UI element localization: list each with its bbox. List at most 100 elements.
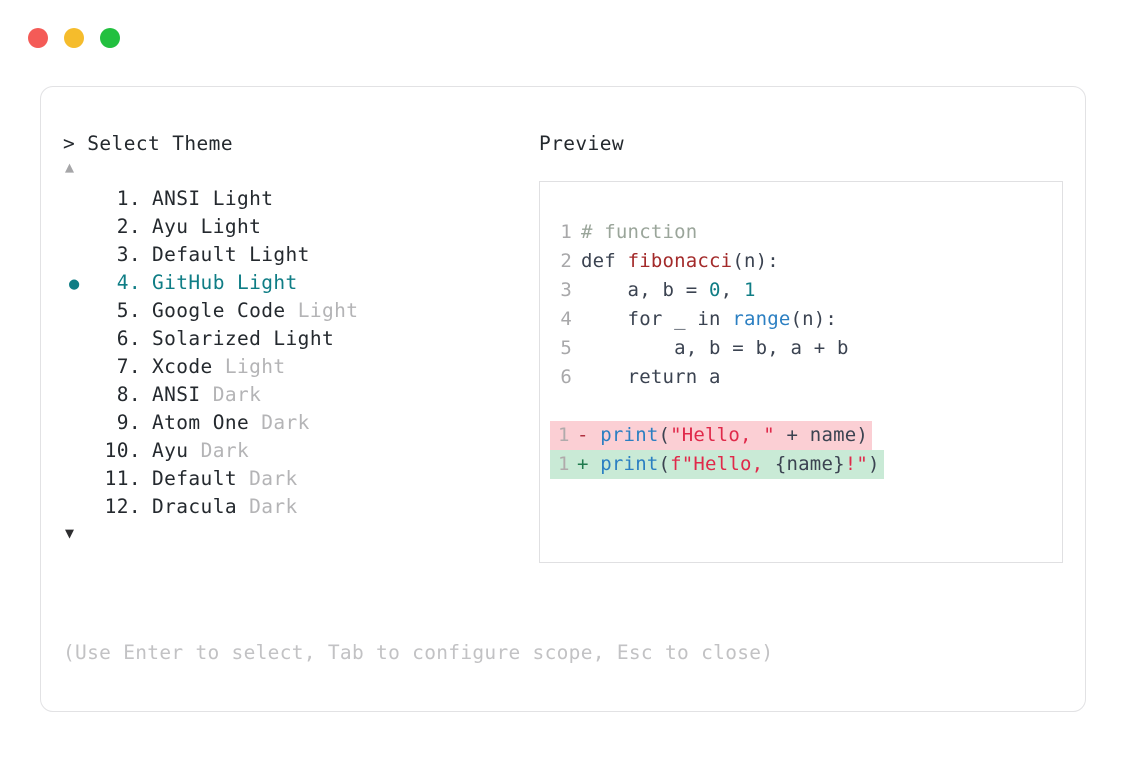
theme-item-name: Xcode bbox=[152, 355, 225, 378]
theme-item-number: 3. bbox=[104, 243, 141, 266]
theme-item-variant: Dark bbox=[261, 411, 310, 434]
line-number: 3 bbox=[560, 279, 572, 301]
diff-removed-line: 1- print("Hello, " + name) bbox=[550, 421, 873, 450]
code-token: # function bbox=[581, 221, 698, 243]
code-token: !" bbox=[844, 453, 869, 475]
window-maximize-dot[interactable] bbox=[100, 28, 120, 48]
code-token: print bbox=[600, 453, 659, 475]
line-number: 1 bbox=[560, 221, 572, 243]
theme-item-number: 11. bbox=[104, 467, 141, 490]
diff-row: 1 + print(f"Hello, {name}!") bbox=[550, 450, 1062, 479]
code-token: range bbox=[732, 308, 791, 330]
diff-line-number: 1 bbox=[558, 453, 570, 475]
scroll-down-icon[interactable]: ▼ bbox=[65, 524, 75, 542]
code-line: 3 a, b = 0, 1 bbox=[540, 276, 1062, 305]
theme-item-name: Ayu bbox=[152, 215, 201, 238]
preview-label: Preview bbox=[539, 132, 624, 155]
theme-item-number: 12. bbox=[104, 495, 141, 518]
code-token: (n): bbox=[790, 308, 838, 330]
code-line: 1 # function bbox=[540, 218, 1062, 247]
code-token: for _ in bbox=[581, 308, 733, 330]
theme-selector-card: > Select Theme ▲ 1. ANSI Light 2. Ayu Ligh… bbox=[40, 86, 1086, 712]
line-number: 2 bbox=[560, 250, 572, 272]
theme-item-name: Solarized bbox=[152, 327, 274, 350]
page-title: > Select Theme bbox=[63, 132, 233, 155]
theme-list-item[interactable]: 12. Dracula Dark bbox=[63, 493, 533, 521]
theme-item-variant: Light bbox=[212, 187, 274, 210]
code-spacer bbox=[540, 392, 1062, 421]
theme-item-variant: Dark bbox=[212, 383, 262, 406]
theme-item-number: 1. bbox=[104, 187, 141, 210]
code-token: a, b = b, a + b bbox=[581, 337, 849, 359]
theme-list-item[interactable]: 5. Google Code Light bbox=[63, 297, 533, 325]
theme-list-item[interactable]: 6. Solarized Light bbox=[63, 325, 533, 353]
code-token: ) bbox=[868, 453, 880, 475]
code-token: f"Hello, bbox=[670, 453, 775, 475]
theme-item-variant: Light bbox=[273, 327, 335, 350]
theme-list-item[interactable]: ● 4.GitHub Light bbox=[63, 269, 533, 297]
diff-block: 1- print("Hello, " + name)1+ print(f"Hel… bbox=[540, 421, 1062, 479]
scroll-up-icon[interactable]: ▲ bbox=[65, 158, 75, 176]
theme-item-name: ANSI bbox=[152, 383, 213, 406]
code-token: 1 bbox=[743, 279, 756, 301]
theme-list-item[interactable]: 10.Ayu Dark bbox=[63, 437, 533, 465]
theme-item-name: Atom One bbox=[152, 411, 262, 434]
theme-item-number: 5. bbox=[104, 299, 141, 322]
theme-item-name: Ayu bbox=[152, 439, 201, 462]
line-number: 4 bbox=[560, 308, 572, 330]
code-token: ( bbox=[658, 424, 671, 446]
theme-list-item[interactable]: 11.Default Dark bbox=[63, 465, 533, 493]
theme-item-number: 8. bbox=[104, 383, 141, 406]
theme-item-number: 2. bbox=[104, 215, 141, 238]
theme-list-item[interactable]: 3. Default Light bbox=[63, 241, 533, 269]
diff-marker: + bbox=[577, 453, 601, 475]
selected-bullet-icon: ● bbox=[69, 274, 80, 294]
theme-item-number: 9. bbox=[104, 411, 141, 434]
theme-item-variant: Dark bbox=[249, 495, 298, 518]
code-token: a, b = bbox=[581, 279, 710, 301]
theme-item-number: 6. bbox=[104, 327, 141, 350]
theme-item-name: GitHub bbox=[152, 271, 237, 294]
code-token: , bbox=[720, 279, 744, 301]
theme-list-item[interactable]: 8. ANSI Dark bbox=[63, 381, 533, 409]
theme-selector-panel: > Select Theme ▲ 1. ANSI Light 2. Ayu Ligh… bbox=[63, 131, 533, 547]
line-number: 5 bbox=[560, 337, 572, 359]
code-token: print bbox=[600, 424, 659, 446]
code-token: (n): bbox=[732, 250, 779, 272]
window-titlebar bbox=[28, 28, 120, 48]
code-token: "Hello, " bbox=[670, 424, 775, 446]
theme-item-number: 4. bbox=[104, 271, 141, 294]
theme-item-variant: Light bbox=[249, 243, 310, 266]
theme-item-variant: Light bbox=[297, 299, 359, 322]
code-token: def bbox=[581, 250, 628, 272]
theme-item-variant: Light bbox=[224, 355, 286, 378]
code-token: + name) bbox=[774, 424, 869, 446]
theme-list[interactable]: 1. ANSI Light 2. Ayu Light 3. Default Light… bbox=[63, 185, 533, 521]
theme-item-name: Default bbox=[152, 467, 250, 490]
theme-item-variant: Light bbox=[200, 215, 262, 238]
code-token: 0 bbox=[709, 279, 721, 301]
code-line: 2 def fibonacci(n): bbox=[540, 247, 1062, 276]
theme-item-name: ANSI bbox=[152, 187, 213, 210]
window-close-dot[interactable] bbox=[28, 28, 48, 48]
code-line: 6 return a bbox=[540, 363, 1062, 392]
theme-list-item[interactable]: 7. Xcode Light bbox=[63, 353, 533, 381]
code-line: 4 for _ in range(n): bbox=[540, 305, 1062, 334]
theme-list-item[interactable]: 9. Atom One Dark bbox=[63, 409, 533, 437]
theme-item-name: Dracula bbox=[152, 495, 250, 518]
diff-marker: - bbox=[577, 424, 601, 446]
code-token: return a bbox=[581, 366, 721, 388]
code-token: {name} bbox=[774, 453, 845, 475]
theme-item-name: Default bbox=[152, 243, 250, 266]
theme-list-item[interactable]: 2. Ayu Light bbox=[63, 213, 533, 241]
diff-row: 1- print("Hello, " + name) bbox=[550, 421, 1062, 450]
theme-item-name: Google Code bbox=[152, 299, 298, 322]
code-token: ( bbox=[658, 453, 671, 475]
theme-item-variant: Dark bbox=[200, 439, 250, 462]
theme-item-number: 7. bbox=[104, 355, 141, 378]
theme-list-item[interactable]: 1. ANSI Light bbox=[63, 185, 533, 213]
code-token: fibonacci bbox=[627, 250, 733, 272]
window-minimize-dot[interactable] bbox=[64, 28, 84, 48]
